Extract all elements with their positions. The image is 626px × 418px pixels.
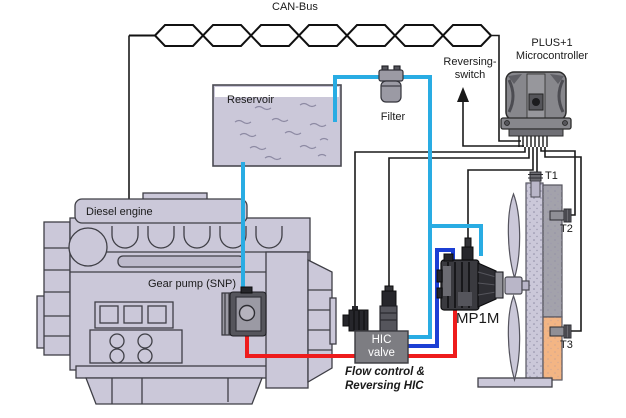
case-drain-line — [430, 224, 483, 256]
diesel-engine-illustration — [36, 192, 337, 405]
hic-valve-label: HIC valve — [368, 334, 395, 359]
filter-icon — [378, 65, 404, 103]
signal-wires — [128, 34, 582, 332]
hic-valve-box — [354, 330, 409, 364]
fan-icon — [504, 192, 530, 383]
gear-pump-label: Gear pump (SNP) — [148, 278, 237, 290]
temp-sensor-t3-icon — [549, 324, 572, 339]
return-line — [333, 75, 432, 339]
radiator-illustration — [477, 182, 563, 388]
mp1m-motor-illustration — [436, 237, 504, 311]
gear-pump-illustration — [221, 286, 267, 337]
filter-label: Filter — [380, 111, 406, 123]
t3-label: T3 — [560, 339, 573, 351]
diesel-engine-label: Diesel engine — [86, 206, 153, 218]
t1-label: T1 — [545, 170, 558, 182]
can-bus-cable-icon — [129, 24, 492, 47]
reservoir-label: Reservoir — [227, 94, 275, 106]
reservoir-illustration — [212, 84, 342, 167]
temp-sensor-t1-icon — [528, 171, 543, 198]
hic-caption-label: Flow control & Reversing HIC — [345, 366, 425, 392]
pressure-line-motor — [408, 303, 457, 358]
can-bus-label: CAN-Bus — [272, 1, 318, 13]
temp-sensor-t2-icon — [549, 208, 572, 223]
hic-valve-illustration — [342, 285, 409, 364]
microcontroller-label: PLUS+1 Microcontroller — [515, 37, 589, 62]
reversing-switch-arrow-icon — [457, 87, 469, 102]
microcontroller-illustration — [500, 71, 572, 147]
mp1m-label: MP1M — [456, 310, 500, 327]
reversing-switch-label: Reversing- switch — [443, 56, 497, 81]
t2-label: T2 — [560, 223, 573, 235]
